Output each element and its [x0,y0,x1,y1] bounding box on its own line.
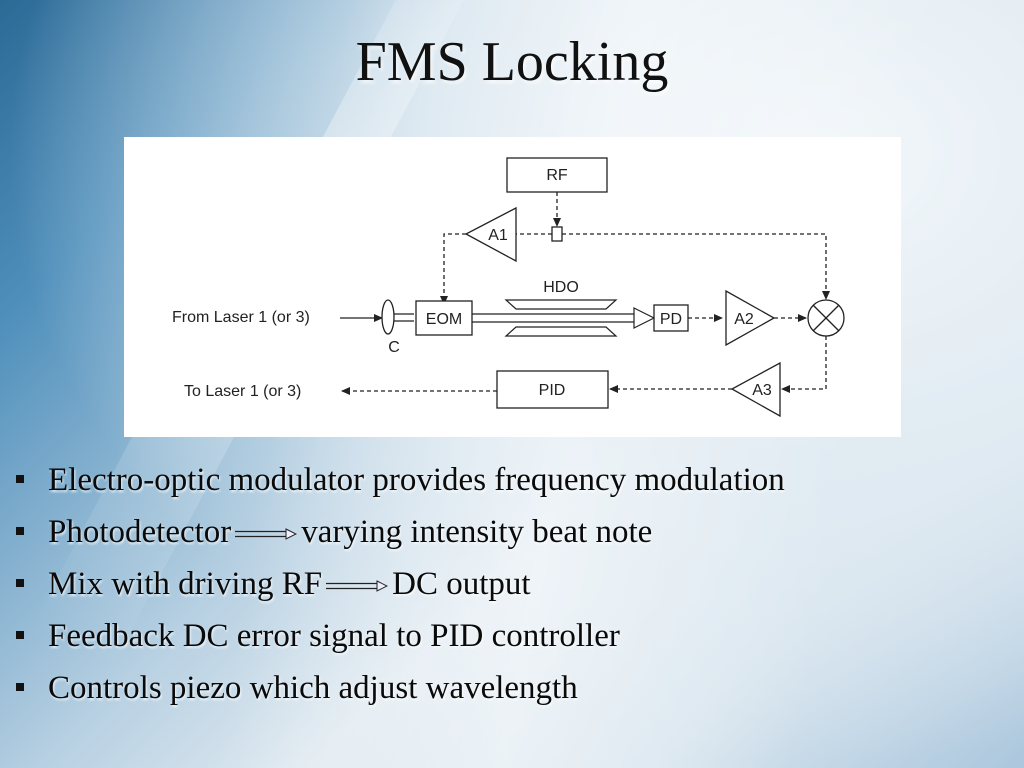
lens-c [381,299,395,335]
rf-label: RF [546,167,568,184]
bullet-text: Controls piezo which adjust wavelength [48,670,578,706]
slide-title: FMS Locking [355,31,669,93]
bullet-text: Photodetector [48,514,232,550]
hdo-top-prism [504,299,618,310]
from-laser-label: From Laser 1 (or 3) [172,309,310,326]
diagram-svg: RF A1 From Laser 1 (or 3) C EOM HDO [172,157,845,418]
mixer-cross [812,304,840,332]
hdo-bottom-prism [504,326,618,337]
bullet-text: varying intensity beat note [301,514,653,550]
rf-box [506,157,608,193]
bullet-text: Mix with driving RF [48,566,323,602]
pid-box [496,370,609,409]
bullet-text: DC output [392,566,531,602]
bullet-item: Electro-optic modulator provides frequen… [14,458,785,510]
square-bullet-icon [16,631,24,640]
a2-label: A2 [734,311,754,328]
pid-label: PID [539,382,566,399]
bullet-item: Photodetector varying intensity beat note [14,510,785,562]
amplifier-a3 [730,361,781,418]
square-bullet-icon [16,579,24,588]
to-laser-label: To Laser 1 (or 3) [184,383,301,400]
eom-label: EOM [426,311,462,328]
bullet-item: Feedback DC error signal to PID controll… [14,614,785,666]
bullet-list: Electro-optic modulator provides frequen… [14,458,785,718]
eom-box [415,300,473,336]
bullet-item: Mix with driving RF DC output [14,562,785,614]
right-arrow-icon [235,528,298,541]
amplifier-a2 [725,289,776,347]
a3-label: A3 [752,382,772,399]
a1-to-eom-line [440,233,466,305]
hdo-label: HDO [543,279,579,296]
square-bullet-icon [16,475,24,484]
rf-splitter-node [551,226,563,242]
square-bullet-icon [16,527,24,536]
beam-arrowhead [633,307,656,329]
splitter-to-mixer-line [562,233,830,300]
a1-label: A1 [488,227,508,244]
bullet-text: Electro-optic modulator provides frequen… [48,462,785,498]
amplifier-a1 [464,206,517,263]
mixer-to-a3-line [781,336,827,393]
bullet-item: Controls piezo which adjust wavelength [14,666,785,718]
pd-box [653,304,689,332]
fms-block-diagram: RF A1 From Laser 1 (or 3) C EOM HDO [124,137,901,437]
square-bullet-icon [16,683,24,692]
right-arrow-icon [326,580,389,593]
lens-c-label: C [388,339,400,356]
pd-label: PD [660,311,682,328]
bullet-text: Feedback DC error signal to PID controll… [48,618,620,654]
